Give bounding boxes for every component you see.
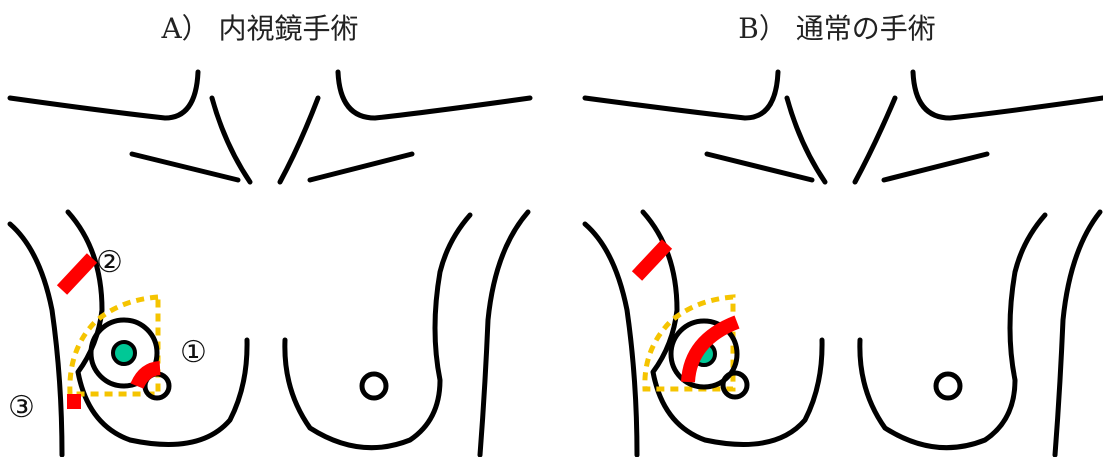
nipple-a-right [362,374,386,398]
panel-b-breast-right [936,374,960,398]
panel-a-title: A） 内視鏡手術 [160,12,358,45]
panel-b: B） 通常の手術 [585,12,1103,455]
nipple-b-right [936,374,960,398]
panel-b-collarbones [585,72,1103,182]
marker-3: ③ [8,390,35,425]
panel-a-breast-right [362,374,386,398]
marker-2: ② [96,245,123,280]
panel-b-title: B） 通常の手術 [738,12,935,45]
panel-a-breast-left [62,258,169,409]
panel-a-collarbones [10,72,530,182]
incision-a-axilla [62,258,92,290]
tumor-a [113,342,135,364]
incision-b-axilla [637,244,667,276]
marker-1: ① [180,335,207,370]
panel-a: A） 内視鏡手術 ① ② ③ [8,12,530,455]
panel-a-torso [10,212,528,455]
